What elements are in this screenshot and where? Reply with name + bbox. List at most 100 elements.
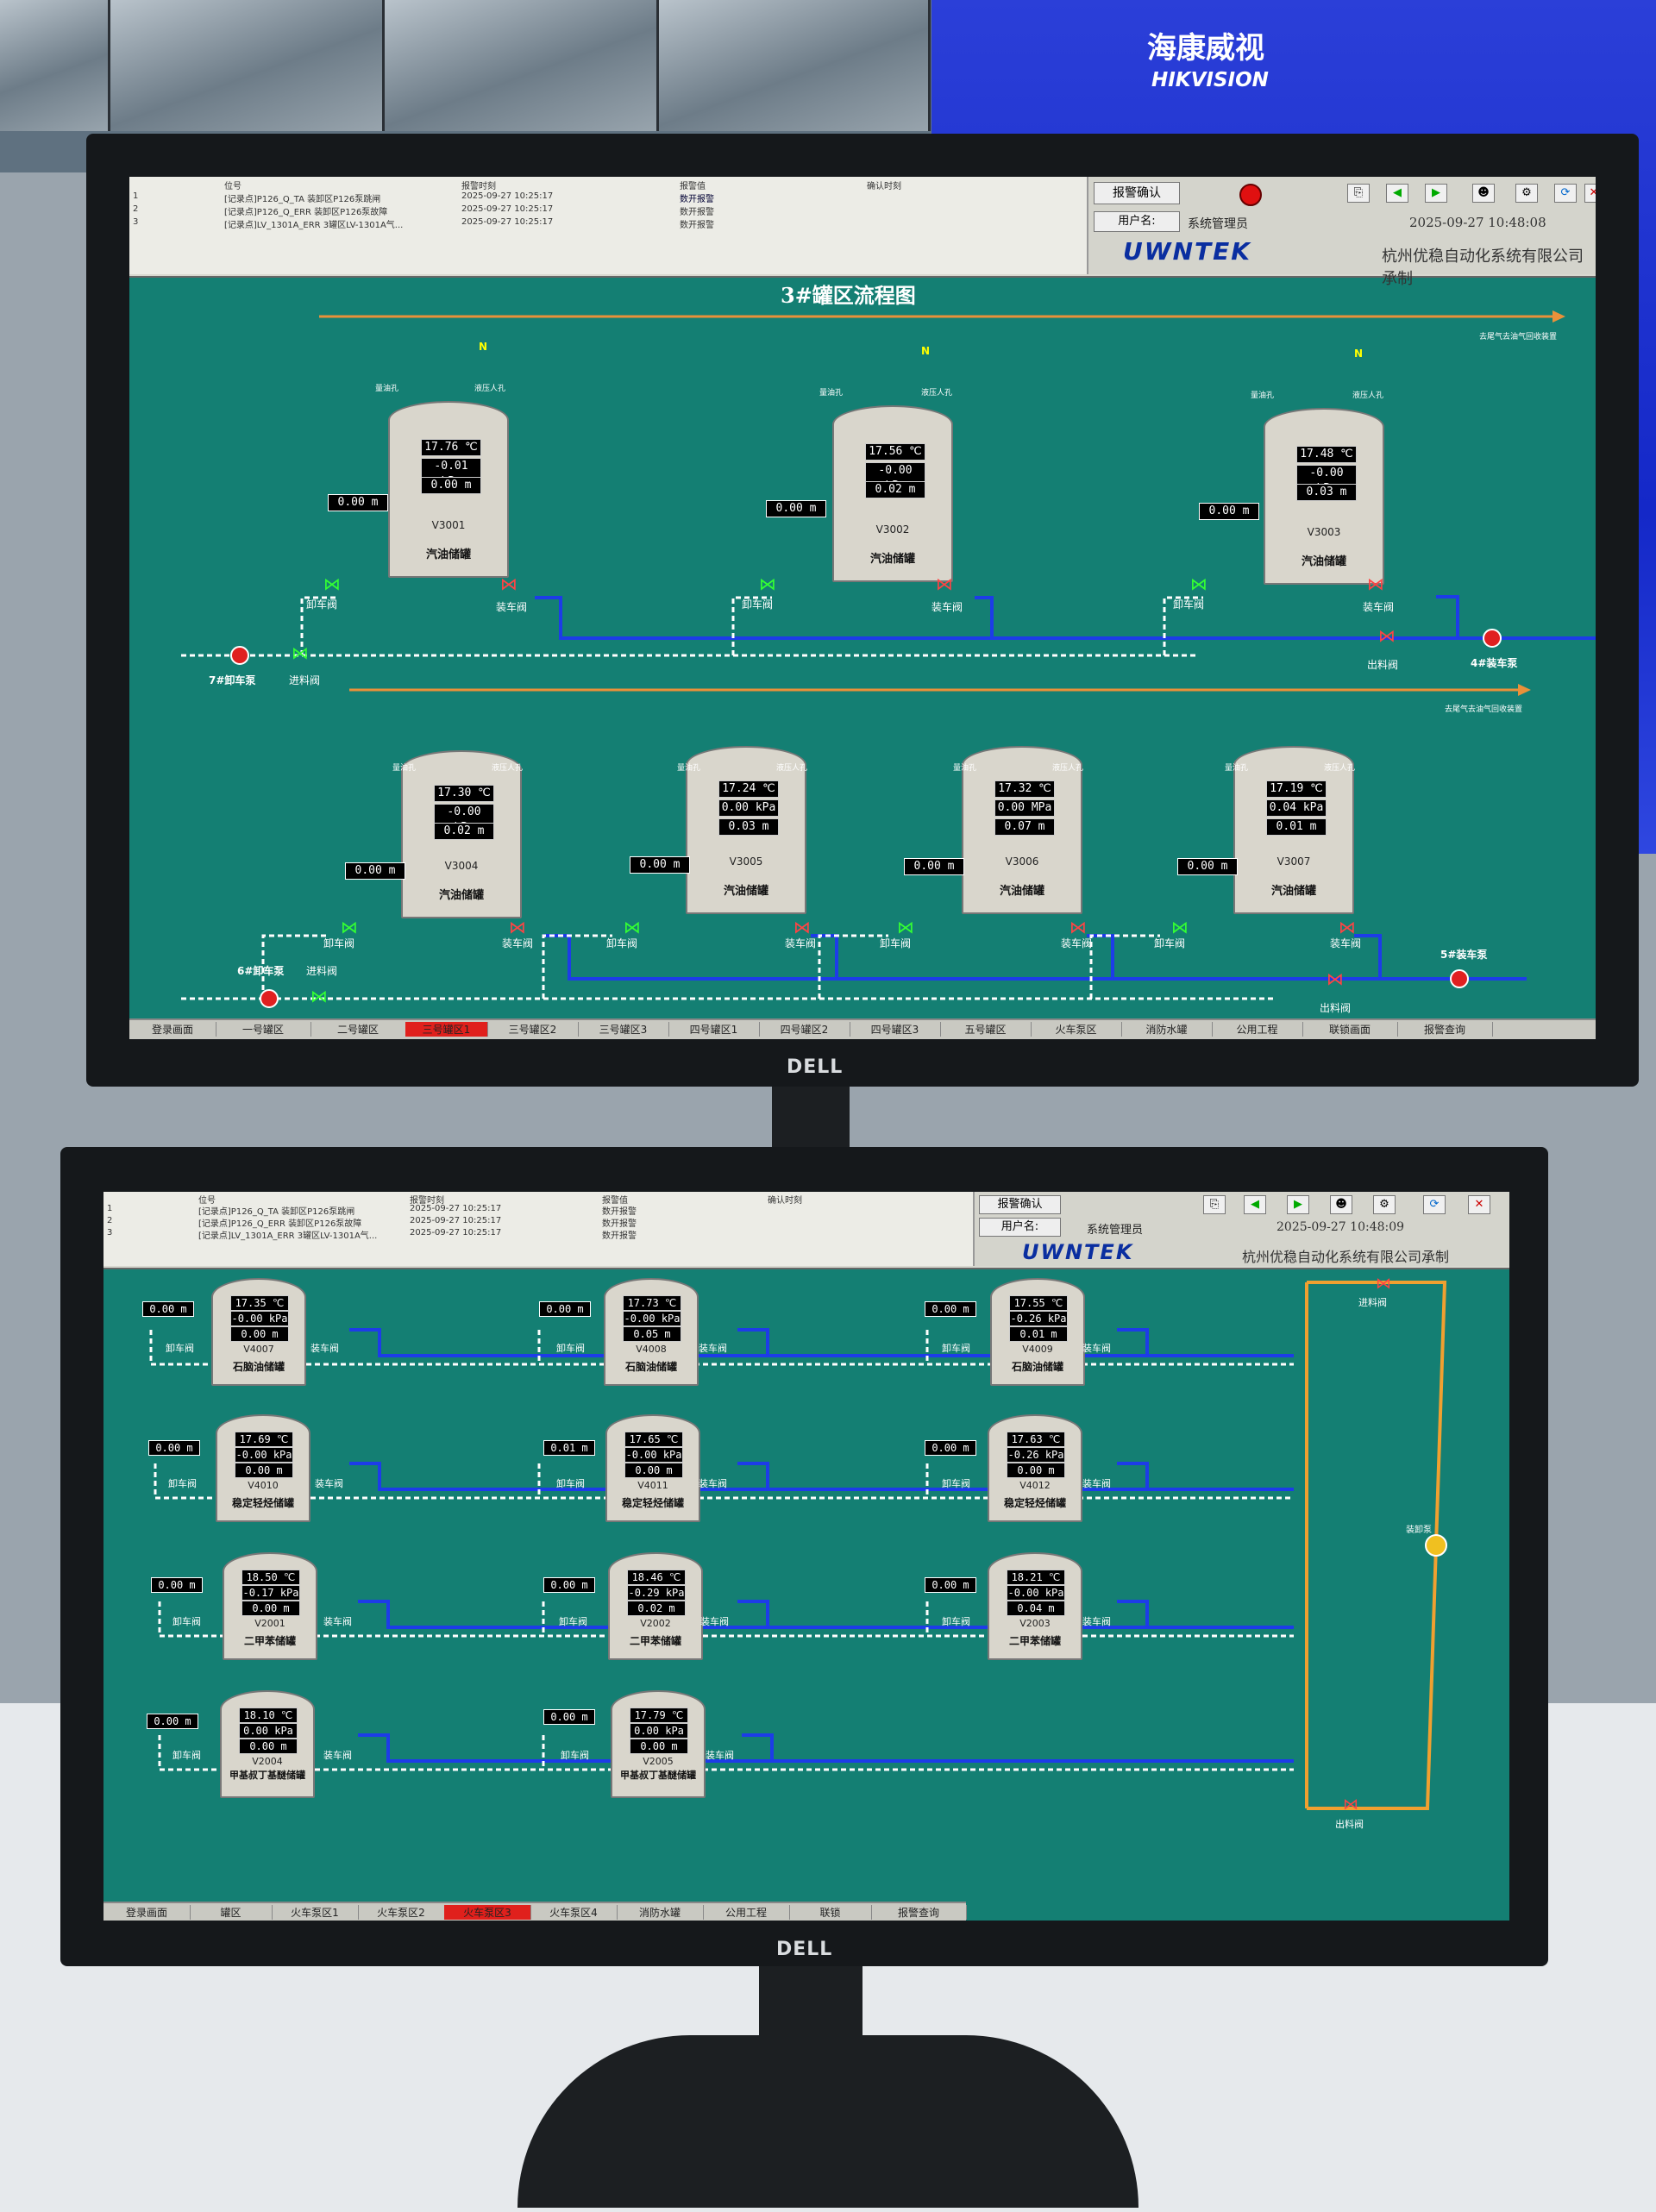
unload-valve-icon[interactable]: ⋈	[1171, 917, 1189, 937]
copy-icon[interactable]: ⎘	[1203, 1195, 1226, 1214]
tank-v3007[interactable]: 17.19 ℃ 0.04 kPa 0.01 m V3007 汽油储罐	[1233, 746, 1354, 914]
nozzle-label: 液压人孔	[776, 764, 808, 773]
tab-area4-3[interactable]: 四号罐区3	[850, 1022, 941, 1037]
tank-v2003[interactable]: 18.21 ℃ -0.00 kPa 0.04 m V2003 二甲苯储罐	[988, 1552, 1082, 1660]
refresh-icon[interactable]: ⟳	[1423, 1195, 1446, 1214]
user-icon[interactable]: ☻	[1330, 1195, 1352, 1214]
tank-v3005[interactable]: 17.24 ℃ 0.00 kPa 0.03 m V3005 汽油储罐	[686, 746, 806, 914]
tab-train-pump-3[interactable]: 火车泵区3	[444, 1905, 531, 1920]
unload-valve-icon[interactable]: ⋈	[897, 917, 914, 937]
settings-icon[interactable]: ⚙	[1373, 1195, 1396, 1214]
tab-interlock[interactable]: 联锁	[789, 1905, 872, 1920]
inlet-valve-icon[interactable]: ⋈	[310, 986, 328, 1006]
tab-train-pump-4[interactable]: 火车泵区4	[530, 1905, 618, 1920]
tab-tank-area[interactable]: 罐区	[190, 1905, 273, 1920]
close-icon[interactable]: ✕	[1468, 1195, 1490, 1214]
tank-v4011[interactable]: 17.65 ℃ -0.00 kPa 0.00 m V4011 稳定轻烃储罐	[605, 1414, 700, 1522]
tab-utilities[interactable]: 公用工程	[703, 1905, 790, 1920]
camera-feed-1	[0, 0, 110, 131]
load-valve-icon[interactable]: ⋈	[509, 917, 526, 937]
tab-train-pump-1[interactable]: 火车泵区1	[272, 1905, 359, 1920]
tank-v2004[interactable]: 18.10 ℃ 0.00 kPa 0.00 m V2004 甲基叔丁基醚储罐	[220, 1690, 315, 1798]
tab-area4-2[interactable]: 四号罐区2	[759, 1022, 850, 1037]
load-valve-icon[interactable]: ⋈	[1070, 917, 1087, 937]
load-valve-icon[interactable]: ⋈	[1367, 573, 1384, 594]
tank-type: 石脑油储罐	[232, 1361, 285, 1373]
tank-v4009[interactable]: 17.55 ℃ -0.26 kPa 0.01 m V4009 石脑油储罐	[990, 1278, 1085, 1386]
tank-id: V3001	[431, 519, 466, 531]
tab-area1[interactable]: 一号罐区	[216, 1022, 311, 1037]
load-valve-icon[interactable]: ⋈	[936, 573, 953, 594]
valve-label: 装车阀	[785, 937, 817, 949]
tank-v4008[interactable]: 17.73 ℃ -0.00 kPa 0.05 m V4008 石脑油储罐	[604, 1278, 699, 1386]
inlet-valve-icon[interactable]: ⋈	[292, 642, 309, 663]
tank-v4012[interactable]: 17.63 ℃ -0.26 kPa 0.00 m V4012 稳定轻烃储罐	[988, 1414, 1082, 1522]
tank-v2001[interactable]: 18.50 ℃ -0.17 kPa 0.00 m V2001 二甲苯储罐	[223, 1552, 317, 1660]
alarm-value: 数开报警	[680, 221, 714, 230]
tab-fire-water[interactable]: 消防水罐	[1121, 1022, 1213, 1037]
tank-v4010[interactable]: 17.69 ℃ -0.00 kPa 0.00 m V4010 稳定轻烃储罐	[216, 1414, 310, 1522]
alarm-col-time: 报警时刻	[461, 182, 496, 191]
tab-login[interactable]: 登录画面	[104, 1905, 191, 1920]
tab-area4-1[interactable]: 四号罐区1	[668, 1022, 760, 1037]
outlet-valve-icon[interactable]: ⋈	[1343, 1795, 1358, 1814]
tab-alarm-query[interactable]: 报警查询	[1397, 1022, 1493, 1037]
back-arrow-icon[interactable]: ◀	[1244, 1195, 1266, 1214]
inlet-valve-icon[interactable]: ⋈	[1376, 1275, 1391, 1293]
tab-alarm-query[interactable]: 报警查询	[871, 1905, 967, 1920]
tab-area5[interactable]: 五号罐区	[940, 1022, 1032, 1037]
load-valve-icon[interactable]: ⋈	[1339, 917, 1356, 937]
pump-label: 装卸泵	[1406, 1526, 1432, 1535]
tank-v3003[interactable]: 17.48 ℃ -0.00 kPa 0.03 m V3003 汽油储罐	[1264, 408, 1384, 585]
pressure-readout: 0.04 kPa	[1266, 799, 1327, 817]
pressure-readout: -0.00 kPa	[235, 1447, 293, 1463]
valve-label: 装车阀	[706, 1750, 734, 1761]
nozzle-label: 量油孔	[1225, 764, 1249, 773]
back-arrow-icon[interactable]: ◀	[1386, 184, 1408, 203]
tank-v4007[interactable]: 17.35 ℃ -0.00 kPa 0.00 m V4007 石脑油储罐	[211, 1278, 306, 1386]
tab-login[interactable]: 登录画面	[129, 1022, 216, 1037]
tank-v3004[interactable]: 17.30 ℃ -0.00 kPa 0.02 m V3004 汽油储罐	[401, 750, 522, 918]
tab-train-pump[interactable]: 火车泵区	[1031, 1022, 1122, 1037]
settings-icon[interactable]: ⚙	[1515, 184, 1538, 203]
tank-id: V2005	[643, 1756, 674, 1767]
tab-train-pump-2[interactable]: 火车泵区2	[358, 1905, 445, 1920]
temp-readout: 18.21 ℃	[1007, 1570, 1065, 1585]
load-valve-icon[interactable]: ⋈	[794, 917, 811, 937]
tab-fire-water[interactable]: 消防水罐	[617, 1905, 704, 1920]
tank-type: 石脑油储罐	[624, 1361, 677, 1373]
alarm-ack-button[interactable]: 报警确认	[979, 1195, 1061, 1214]
unload-valve-icon[interactable]: ⋈	[624, 917, 641, 937]
alarm-time: 2025-09-27 10:25:17	[461, 204, 554, 214]
tab-area3-3[interactable]: 三号罐区3	[578, 1022, 669, 1037]
tank-v2005[interactable]: 17.79 ℃ 0.00 kPa 0.00 m V2005 甲基叔丁基醚储罐	[611, 1690, 706, 1798]
load-valve-icon[interactable]: ⋈	[500, 573, 518, 594]
tank-v3001[interactable]: 17.76 ℃ -0.01 kPa 0.00 m V3001 汽油储罐	[388, 401, 509, 578]
user-icon[interactable]: ☻	[1472, 184, 1495, 203]
copy-icon[interactable]: ⎘	[1347, 184, 1370, 203]
unload-valve-icon[interactable]: ⋈	[759, 573, 776, 594]
refresh-icon[interactable]: ⟳	[1554, 184, 1577, 203]
unload-valve-icon[interactable]: ⋈	[1190, 573, 1208, 594]
alarm-text: [记录点]LV_1301A_ERR 3罐区LV-1301A气...	[224, 221, 404, 230]
close-icon[interactable]: ✕	[1584, 184, 1596, 203]
pressure-readout: -0.00 kPa	[1007, 1585, 1065, 1601]
tab-utilities[interactable]: 公用工程	[1212, 1022, 1303, 1037]
tab-area2[interactable]: 二号罐区	[310, 1022, 406, 1037]
alarm-ack-button[interactable]: 报警确认	[1094, 182, 1180, 204]
unload-valve-icon[interactable]: ⋈	[341, 917, 358, 937]
tank-v3002[interactable]: 17.56 ℃ -0.00 kPa 0.02 m V3002 汽油储罐	[832, 405, 953, 582]
tab-interlock[interactable]: 联锁画面	[1302, 1022, 1398, 1037]
forward-arrow-icon[interactable]: ▶	[1425, 184, 1447, 203]
pressure-readout: -0.17 kPa	[242, 1585, 300, 1601]
tank-v3006[interactable]: 17.32 ℃ 0.00 MPa 0.07 m V3006 汽油储罐	[962, 746, 1082, 914]
outlet-valve-icon[interactable]: ⋈	[1378, 625, 1396, 646]
unload-valve-icon[interactable]: ⋈	[323, 573, 341, 594]
outlet-valve-icon[interactable]: ⋈	[1327, 968, 1344, 989]
tank-v2002[interactable]: 18.46 ℃ -0.29 kPa 0.02 m V2002 二甲苯储罐	[608, 1552, 703, 1660]
valve-label: 装车阀	[310, 1343, 339, 1354]
tab-area3-1[interactable]: 三号罐区1	[405, 1022, 488, 1037]
tab-area3-2[interactable]: 三号罐区2	[487, 1022, 579, 1037]
forward-arrow-icon[interactable]: ▶	[1287, 1195, 1309, 1214]
alarm-table: 位号 报警时刻 报警值 确认时刻 1 [记录点]P126_Q_TA 装卸区P12…	[129, 177, 1088, 274]
